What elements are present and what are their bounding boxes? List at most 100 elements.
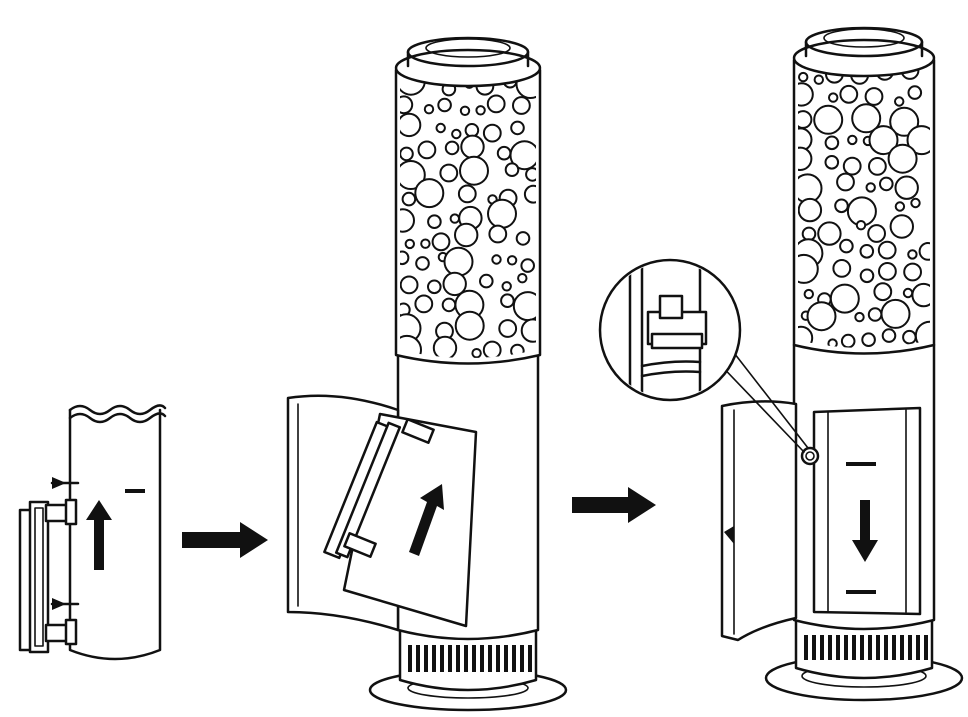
perforation-hole	[877, 240, 897, 260]
vent-slot	[812, 635, 816, 660]
perforation-hole	[847, 134, 858, 146]
perforation-hole	[902, 287, 914, 299]
vent-slot	[836, 635, 840, 660]
perforation-hole	[444, 140, 460, 156]
perforation-hole	[903, 262, 922, 282]
vent-slot	[528, 645, 532, 672]
perforation-hole	[894, 96, 905, 107]
perforation-hole	[479, 273, 494, 289]
perforation-hole	[482, 123, 502, 143]
perforation-hole	[486, 94, 506, 114]
perforation-hole	[834, 198, 849, 214]
vent-slot	[876, 635, 880, 660]
perforation-hole	[910, 197, 921, 209]
perforation-hole	[400, 95, 414, 115]
perforation-hole	[432, 335, 458, 358]
perforation-hole	[889, 214, 914, 239]
perforation-hole	[824, 155, 840, 170]
perforation-hole	[509, 140, 536, 171]
perforation-hole	[400, 112, 422, 138]
perforation-hole	[839, 238, 854, 254]
perforation-hole	[471, 348, 482, 358]
perforation-hole	[840, 333, 856, 348]
door-mark-bottom	[846, 590, 876, 594]
vent-slot	[408, 645, 412, 672]
perforation-hole	[867, 224, 886, 243]
vent-slot	[520, 645, 524, 672]
perforation-hole	[798, 71, 809, 83]
perforation-hole	[829, 283, 860, 314]
arrow-right-icon-2	[572, 487, 656, 523]
perforation-hole	[861, 332, 876, 348]
panel-outline	[68, 408, 162, 661]
perforation-hole	[798, 146, 813, 172]
panel-torn-top	[68, 404, 167, 416]
step-1-panel	[18, 404, 167, 661]
perforation-hole	[907, 85, 923, 100]
vent-slot	[804, 635, 808, 660]
perforation-hole	[859, 244, 875, 259]
perforation-hole	[500, 293, 515, 309]
perforation-hole	[813, 74, 824, 85]
perforation-hole	[520, 258, 536, 273]
perforation-hole	[482, 340, 502, 358]
perforation-hole	[859, 268, 875, 284]
detail-magnifier	[598, 258, 742, 402]
vent-slot	[496, 645, 500, 672]
perforation-hole	[417, 140, 437, 160]
perforation-hole	[907, 249, 918, 260]
perforation-hole	[457, 184, 477, 204]
perforation-hole	[404, 238, 415, 250]
vent-slot	[424, 645, 428, 672]
perforation-pattern-3	[798, 65, 930, 348]
perforation-hole	[517, 273, 528, 284]
perforation-hole	[806, 301, 837, 332]
arrow-up-icon	[86, 500, 112, 570]
perforation-hole	[894, 175, 919, 200]
perforation-hole	[491, 254, 502, 265]
perforation-hole	[400, 160, 426, 190]
perforation-hole	[414, 178, 445, 209]
vent-slot	[432, 645, 436, 672]
perforation-hole	[488, 224, 508, 244]
perforation-hole	[868, 157, 887, 176]
perforation-hole	[400, 208, 415, 233]
perforation-hole	[894, 201, 906, 212]
perforation-hole	[414, 294, 434, 314]
perforation-hole	[454, 222, 479, 248]
perforation-hole	[851, 103, 882, 134]
top-cap-3	[792, 38, 936, 78]
perforation-hole	[400, 250, 410, 266]
vent-slot	[416, 645, 420, 672]
perforation-hole	[427, 214, 442, 229]
perforation-hole	[504, 162, 520, 177]
perforation-hole	[902, 329, 917, 345]
arrow-right-icon	[182, 522, 268, 558]
perforation-hole	[803, 288, 814, 300]
perforation-hole	[442, 271, 467, 297]
perforation-hole	[431, 232, 451, 252]
vent-slot	[488, 645, 492, 672]
perforation-hole	[817, 221, 842, 246]
perforation-hole	[839, 84, 859, 104]
vent-slot	[860, 635, 864, 660]
hinge-point	[800, 446, 820, 466]
perforation-hole	[836, 172, 855, 192]
perforation-hole	[854, 311, 865, 323]
top-cap	[394, 48, 542, 88]
perforation-hole	[824, 135, 840, 151]
perforation-hole	[420, 238, 431, 249]
perforation-hole	[435, 122, 446, 134]
vent-slot	[464, 645, 468, 672]
callout-line-2	[723, 339, 809, 449]
vent-slot	[916, 635, 920, 660]
vent-slot	[828, 635, 832, 660]
screw-top	[50, 477, 80, 489]
perforation-hole	[842, 156, 862, 176]
perforation-hole	[437, 97, 452, 113]
vent-slot	[472, 645, 476, 672]
perforation-hole	[906, 125, 930, 156]
perforation-hole	[449, 213, 460, 224]
